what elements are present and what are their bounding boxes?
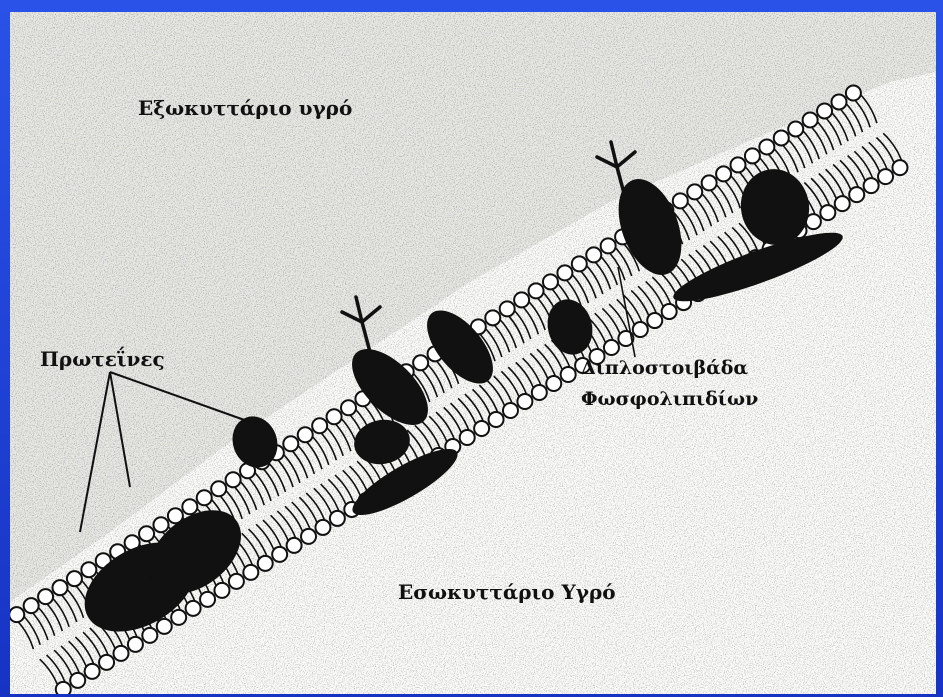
proteins-label: Πρωτεΐνες [40,347,165,371]
lipid-head [702,175,717,190]
lipid-head [211,481,226,496]
lipid-head [745,148,760,163]
lipid-head [687,184,702,199]
lipid-head [489,412,504,427]
lipid-head [662,304,677,319]
lipid-head [142,628,157,643]
lipid-head [298,427,313,442]
lipid-head [186,601,201,616]
bilayer-label-line2: Φωσφολιπιδίων [581,388,758,410]
lipid-head [820,205,835,220]
bilayer-label-line1: Διπλοστοιβάδα [581,357,748,379]
lipid-head [272,547,287,562]
lipid-head [849,187,864,202]
lipid-head [561,367,576,382]
lipid-head [788,121,803,136]
lipid-head [716,166,731,181]
lipid-head [153,517,168,532]
extracellular-fluid-label: Εξωκυττάριο υγρό [138,96,352,120]
lipid-head [817,103,832,118]
lipid-head [759,139,774,154]
lipid-head [56,682,71,694]
lipid-head [647,313,662,328]
lipid-head [673,193,688,208]
lipid-head [312,418,327,433]
lipid-head [287,538,302,553]
lipid-head [38,589,53,604]
lipid-head [864,178,879,193]
lipid-head [543,274,558,289]
lipid-head [85,664,100,679]
lipid-head [341,400,356,415]
lipid-head [774,130,789,145]
lipid-head [413,355,428,370]
lipid-head [283,436,298,451]
lipid-head [99,655,114,670]
lipid-head [557,265,572,280]
lipid-head [730,157,745,172]
lipid-head [485,310,500,325]
intracellular-fluid-label: Εσωκυττάριο Υγρό [398,580,616,604]
lipid-head [474,421,489,436]
lipid-head [315,520,330,535]
lipid-head [214,583,229,598]
lipid-head [197,490,212,505]
lipid-head [24,598,39,613]
lipid-head [803,112,818,127]
lipid-head [128,637,143,652]
lipid-head [601,238,616,253]
lipid-head [500,301,515,316]
lipid-head [301,529,316,544]
lipid-head [846,85,861,100]
lipid-head [878,169,893,184]
lipid-head [243,565,258,580]
lipid-head [258,556,273,571]
lipid-head [517,394,532,409]
lipid-head [831,94,846,109]
lipid-head [200,592,215,607]
lipid-head [81,562,96,577]
lipid-head [546,376,561,391]
lipid-head [229,574,244,589]
lipid-head [892,160,907,175]
lipid-head [835,196,850,211]
lipid-head [139,526,154,541]
lipid-head [604,340,619,355]
lipid-head [633,322,648,337]
lipid-head [182,499,197,514]
lipid-head [532,385,547,400]
lipid-head [67,571,82,586]
lipid-head [514,292,529,307]
lipid-head [529,283,544,298]
lipid-head [503,403,518,418]
lipid-head [226,472,241,487]
lipid-head [10,607,24,622]
lipid-head [330,511,345,526]
lipid-head [586,247,601,262]
lipid-head [171,610,186,625]
membrane-figure: Εξωκυττάριο υγρό Εσωκυττάριο Υγρό Πρωτεΐ… [10,12,936,694]
lipid-head [327,409,342,424]
lipid-head [113,646,128,661]
lipid-head [52,580,67,595]
lipid-head [70,673,85,688]
lipid-head [572,256,587,271]
lipid-head [157,619,172,634]
lipid-head [460,430,475,445]
